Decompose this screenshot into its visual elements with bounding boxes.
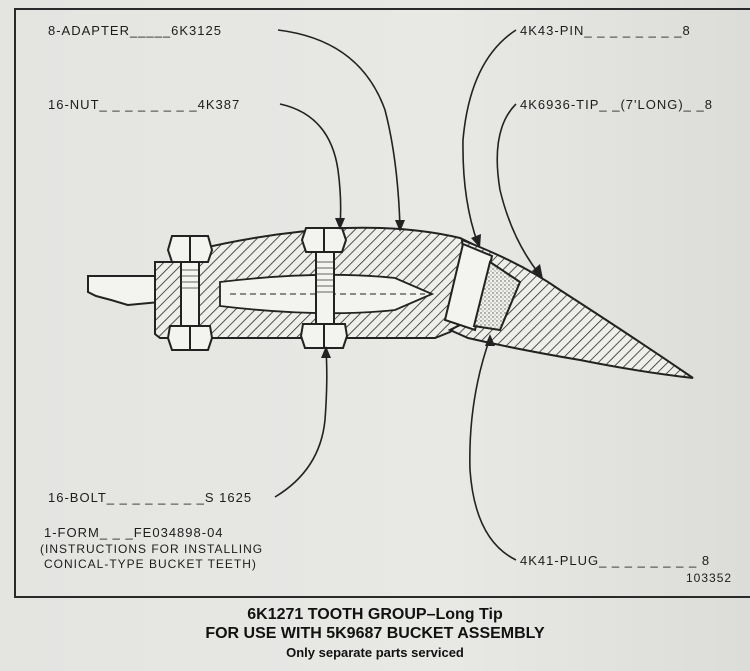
leader-pin <box>462 29 517 245</box>
caption-subtitle: FOR USE WITH 5K9687 BUCKET ASSEMBLY <box>205 625 545 642</box>
caption-title: 6K1271 TOOTH GROUP–Long Tip <box>247 606 503 623</box>
leader-tip <box>496 103 541 276</box>
leader-plug <box>469 337 517 561</box>
drawing-number: 103352 <box>686 571 733 585</box>
label-form-note-2: CONICAL-TYPE BUCKET TEETH) <box>44 557 257 571</box>
diagram-frame <box>14 8 750 598</box>
label-bolt: 16-BOLT_ _ _ _ _ _ _ _S 1625 <box>48 490 253 505</box>
label-nut: 16-NUT_ _ _ _ _ _ _ _4K387 <box>48 97 241 112</box>
pin-part <box>443 242 494 332</box>
caption-note: Only separate parts serviced <box>286 645 464 660</box>
left-bolt-assembly <box>166 235 214 351</box>
tip-part <box>447 238 694 379</box>
label-form-note-1: (INSTRUCTIONS FOR INSTALLING <box>40 542 264 556</box>
label-pin: 4K43-PIN_ _ _ _ _ _ _ _8 <box>520 23 691 38</box>
bucket-edge <box>87 275 161 307</box>
label-tip: 4K6936-TIP_ _(7'LONG)_ _8 <box>520 97 713 112</box>
plug-part <box>472 260 522 332</box>
leader-nut <box>279 103 342 227</box>
tooth-group-drawing <box>87 29 694 561</box>
right-bolt-assembly <box>299 227 349 349</box>
leader-adapter <box>277 29 401 229</box>
label-form: 1-FORM_ _ _FE034898-04 <box>44 525 224 540</box>
label-plug: 4K41-PLUG_ _ _ _ _ _ _ _ 8 <box>520 553 711 568</box>
label-adapter: 8-ADAPTER_____6K3125 <box>48 23 222 38</box>
leader-bolt <box>274 349 328 498</box>
